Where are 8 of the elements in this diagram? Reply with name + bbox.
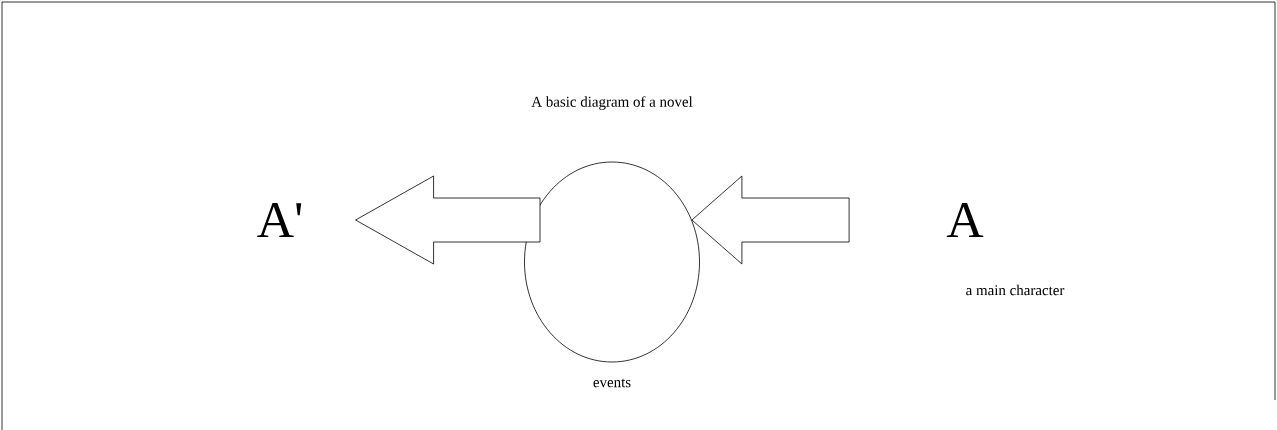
letter-label: A'	[257, 202, 302, 238]
block-arrow	[691, 175, 850, 265]
node-label: a main character	[966, 284, 1065, 296]
ellipse-shape	[524, 161, 700, 363]
letter-label: A	[946, 202, 984, 238]
node-label: events	[593, 378, 631, 388]
block-arrow	[355, 175, 541, 265]
title: A basic diagram of a novel	[531, 96, 693, 110]
